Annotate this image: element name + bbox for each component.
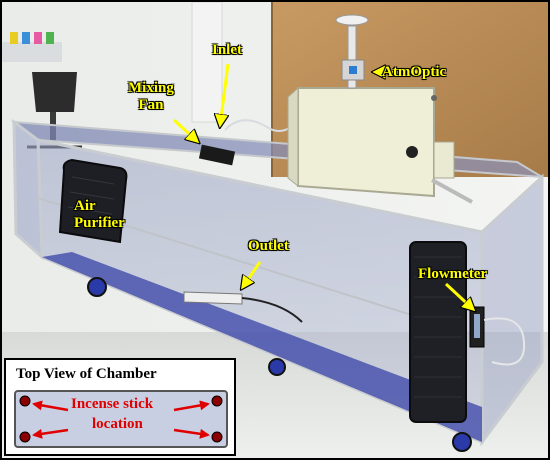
inset-title: Top View of Chamber (16, 366, 157, 382)
incense-dot-top-left (19, 395, 31, 407)
flowmeter-label: Flowmeter (418, 266, 488, 282)
atmoptic-label: AtmOptic (382, 64, 447, 80)
incense-dot-bottom-left (19, 431, 31, 443)
outlet-arrow (242, 261, 262, 288)
incense-dot-top-right (211, 395, 223, 407)
air-purifier-label: Air Purifier (74, 198, 125, 231)
atmoptic-box (297, 87, 435, 198)
mixing-fan (198, 144, 236, 166)
power-strip (183, 291, 243, 305)
incense-label-line1: Incense stick (71, 396, 154, 412)
inlet-arrow (220, 63, 230, 126)
chamber-end-glass (480, 173, 544, 447)
mixing-fan-arrow (172, 118, 198, 142)
flowmeter-arrow (444, 282, 474, 310)
chair (32, 72, 77, 112)
mixing-fan-label: Mixing Fan (128, 80, 174, 113)
incense-arrows (19, 395, 223, 443)
top-view-chamber: Incense stick location (14, 390, 228, 448)
air-purifier (58, 158, 128, 244)
top-view-inset: Top View of Chamber Ince (4, 358, 236, 456)
outlet-label: Outlet (248, 238, 289, 254)
incense-label-line2: location (92, 416, 143, 432)
inlet-label: Inlet (212, 42, 242, 58)
chamber-floor (42, 252, 482, 442)
incense-dot-bottom-right (211, 431, 223, 443)
